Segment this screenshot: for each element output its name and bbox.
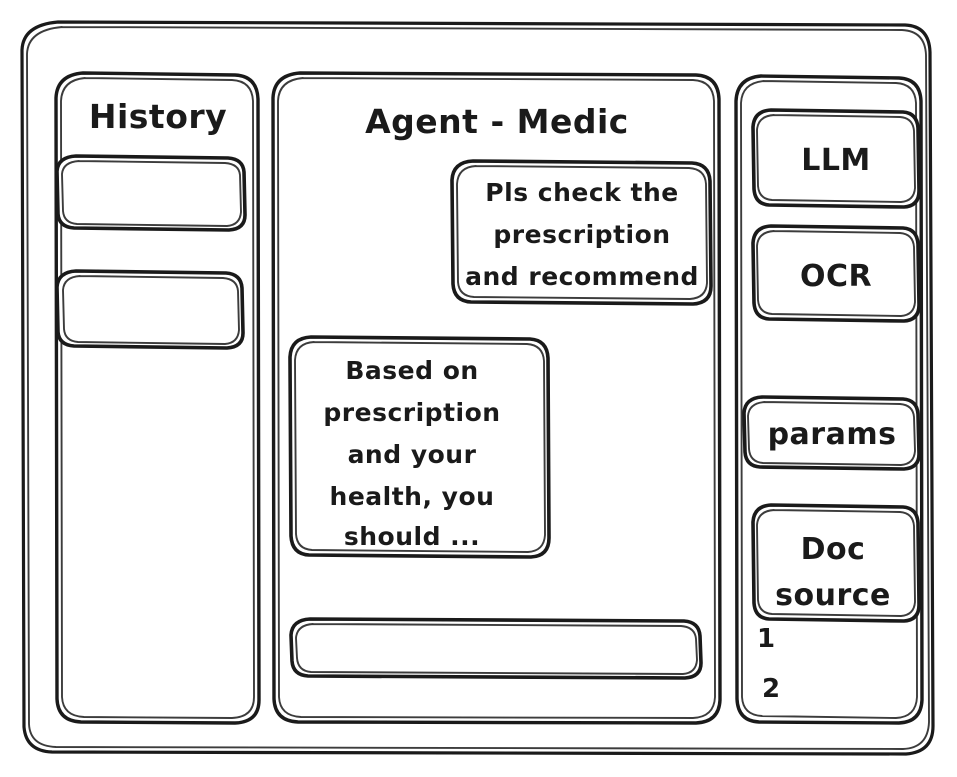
doc-source-item-1[interactable]: 1	[757, 624, 776, 654]
message-assistant-line-4: health, you	[330, 482, 495, 511]
message-input[interactable]	[289, 617, 703, 680]
message-user-line-1: Pls check the	[485, 178, 678, 207]
message-assistant-line-5: should ...	[344, 522, 480, 551]
tool-chip-ocr-label: OCR	[800, 259, 872, 294]
message-assistant-line-1: Based on	[345, 356, 478, 385]
tool-chip-params-label: params	[768, 417, 897, 452]
tool-chip-params[interactable]: params	[742, 395, 921, 471]
history-panel: History	[54, 71, 261, 725]
tool-chip-llm[interactable]: LLM	[751, 108, 921, 209]
doc-source-line-2: source	[775, 578, 891, 613]
doc-source-line-1: Doc	[801, 532, 866, 567]
doc-source-item-2[interactable]: 2	[762, 674, 781, 704]
message-user-line-3: and recommend	[465, 262, 699, 291]
message-assistant-line-2: prescription	[323, 398, 500, 427]
tool-chip-ocr[interactable]: OCR	[751, 224, 921, 323]
message-bubble-assistant: Based on prescription and your health, y…	[288, 335, 551, 559]
message-user-line-2: prescription	[493, 220, 670, 249]
tool-chip-llm-label: LLM	[801, 143, 871, 178]
history-panel-title: History	[89, 97, 227, 136]
agent-panel-title: Agent - Medic	[365, 102, 629, 141]
doc-source-card[interactable]: Doc source	[751, 503, 921, 623]
history-item-1[interactable]	[55, 154, 247, 232]
message-assistant-line-3: and your	[348, 440, 477, 469]
history-item-2[interactable]	[55, 269, 245, 350]
message-bubble-user: Pls check the prescription and recommend	[450, 159, 713, 306]
